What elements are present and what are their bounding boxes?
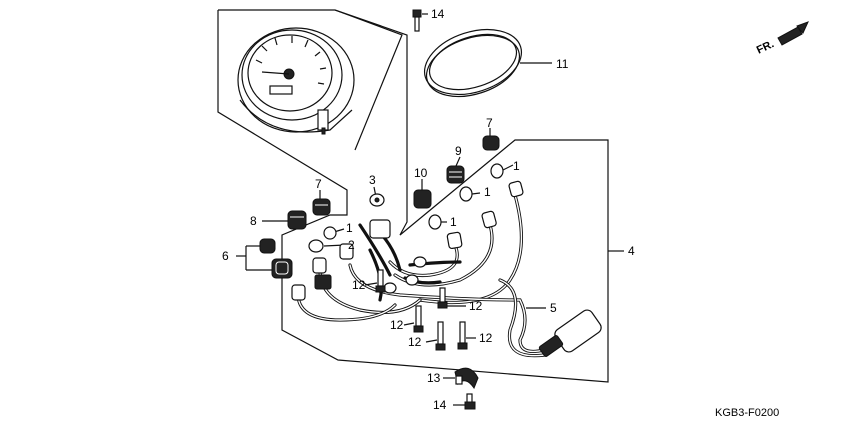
figure-code: KGB3-F0200	[715, 407, 779, 419]
speedometer-assembly	[237, 27, 355, 135]
callout-9: 9	[455, 144, 462, 158]
callout-7-lower: 7	[315, 177, 322, 191]
callout-1-d: 1	[346, 221, 353, 235]
speedometer-bracket-line	[334, 9, 403, 151]
callout-2: 2	[348, 238, 355, 252]
meter-ring-part	[423, 28, 523, 98]
front-direction-label: FR.	[755, 38, 776, 56]
grommet-7-upper-part	[482, 135, 500, 151]
socket-1-a-part	[490, 163, 504, 179]
callout-8: 8	[250, 214, 257, 228]
callout-10: 10	[414, 166, 428, 180]
callout-14-bottom: 14	[433, 398, 447, 412]
grommet-9-part	[446, 165, 465, 184]
screw-14-bottom-part	[464, 393, 476, 410]
callout-labels: 14 11 7 9 10 1 1 1 1 3 7 8 2 6 4 5 12 12…	[222, 7, 635, 412]
callout-5: 5	[550, 301, 557, 315]
callout-12-a: 12	[352, 278, 366, 292]
cap-6-small-part	[259, 238, 276, 254]
grommet-8-part	[287, 210, 307, 230]
callout-14-top: 14	[431, 7, 445, 21]
terminal-3-part	[369, 193, 385, 207]
cap-6-large-part	[271, 258, 293, 279]
harness-main-connector	[538, 309, 602, 357]
callout-6: 6	[222, 249, 229, 263]
socket-1-c-part	[428, 214, 442, 230]
socket-1-d-part	[323, 226, 337, 240]
callout-1-c: 1	[450, 215, 457, 229]
grommet-10-part	[413, 189, 432, 209]
callout-7-upper: 7	[486, 116, 493, 130]
callout-4: 4	[628, 244, 635, 258]
socket-1-b-part	[459, 186, 473, 202]
front-direction-arrow	[777, 21, 809, 46]
callout-12-e: 12	[479, 331, 493, 345]
screw-top-part	[412, 9, 422, 32]
socket-2-part	[308, 239, 324, 253]
callout-3: 3	[369, 173, 376, 187]
callout-1-a: 1	[513, 159, 520, 173]
callout-12-c: 12	[390, 318, 404, 332]
harness-sockets	[291, 180, 524, 301]
grommet-7-lower-part	[312, 198, 331, 216]
callout-12-d: 12	[408, 335, 422, 349]
callout-1-b: 1	[484, 185, 491, 199]
screw-12-parts	[375, 269, 468, 351]
callout-11: 11	[556, 57, 569, 71]
clamp-13-part	[454, 367, 479, 390]
callout-13: 13	[427, 371, 441, 385]
callout-12-b: 12	[469, 299, 483, 313]
